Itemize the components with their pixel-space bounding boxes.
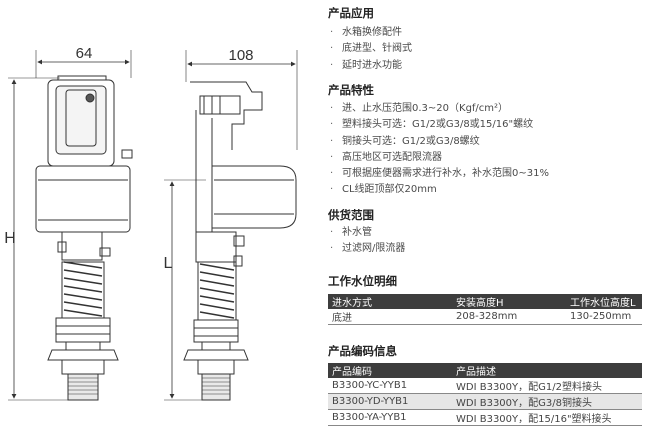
dim-width-64: 64 [76, 45, 93, 62]
application-title: 产品应用 [328, 6, 374, 20]
supply-list: ·补水管 ·过滤网/限流器 [330, 225, 405, 258]
list-item: ·水箱换修配件 [330, 25, 412, 41]
table-cell: WDI B3300Y，配G1/2塑料接头 [452, 378, 642, 394]
column-header: 进水方式 [328, 294, 452, 309]
water-level-table: 进水方式 安装高度H 工作水位高度L 底进 208-328mm 130-250m… [328, 294, 642, 325]
bullet-icon: · [330, 27, 334, 38]
side-view [164, 50, 298, 401]
bullet-icon: · [330, 184, 334, 196]
table-cell: B3300-YA-YYB1 [328, 409, 452, 426]
features-list: ·进、止水压范围0.3~20（Kgf/cm²） ·塑料接头可选：G1/2或G3/… [330, 101, 549, 199]
water-level-title: 工作水位明细 [328, 274, 397, 288]
supply-title: 供货范围 [328, 208, 374, 222]
bullet-icon: · [330, 43, 334, 55]
table-cell: B3300-YC-YYB1 [328, 378, 452, 394]
dim-l: L [164, 255, 173, 272]
list-item: ·补水管 [330, 225, 405, 241]
bullet-icon: · [330, 135, 334, 147]
column-header: 产品描述 [452, 363, 642, 378]
bullet-icon: · [330, 59, 334, 71]
list-item: ·延时进水功能 [330, 58, 412, 74]
bullet-icon: · [330, 243, 334, 255]
dim-width-108: 108 [228, 47, 253, 64]
features-title: 产品特性 [328, 83, 374, 97]
bullet-icon: · [330, 103, 334, 114]
table-cell: WDI B3300Y，配G3/8铜接头 [452, 393, 642, 410]
list-item: ·过滤网/限流器 [330, 241, 405, 257]
list-item: ·底进型、针阀式 [330, 41, 412, 57]
bullet-icon: · [330, 151, 334, 163]
table-row: B3300-YD-YYB1 WDI B3300Y，配G3/8铜接头 [328, 393, 642, 410]
list-item: ·铜接头可选：G1/2或G3/8螺纹 [330, 134, 549, 150]
table-row: B3300-YC-YYB1 WDI B3300Y，配G1/2塑料接头 [328, 378, 642, 394]
list-item: ·进、止水压范围0.3~20（Kgf/cm²） [330, 101, 549, 117]
table-cell: 底进 [328, 309, 452, 325]
dim-height-h: H [4, 230, 16, 247]
table-row: B3300-YA-YYB1 WDI B3300Y，配15/16"塑料接头 [328, 409, 642, 426]
code-info-title: 产品编码信息 [328, 344, 397, 358]
bullet-icon: · [330, 119, 334, 131]
list-item: ·CL线距顶部仅20mm [330, 182, 549, 198]
table-header-row: 产品编码 产品描述 [328, 363, 642, 378]
table-row: 底进 208-328mm 130-250mm [328, 309, 642, 325]
table-header-row: 进水方式 安装高度H 工作水位高度L [328, 294, 642, 309]
table-cell: B3300-YD-YYB1 [328, 393, 452, 410]
column-header: 工作水位高度L [566, 294, 642, 309]
product-technical-drawing: 64 H 108 L [4, 45, 298, 401]
list-item: ·可根据座便器需求进行补水，补水范围0~31% [330, 166, 549, 182]
column-header: 安装高度H [452, 294, 566, 309]
list-item: ·高压地区可选配限流器 [330, 150, 549, 166]
bullet-icon: · [330, 168, 334, 180]
front-view [8, 50, 133, 401]
application-list: ·水箱换修配件 ·底进型、针阀式 ·延时进水功能 [330, 25, 412, 74]
table-cell: 130-250mm [566, 309, 642, 325]
table-cell: WDI B3300Y，配15/16"塑料接头 [452, 409, 642, 426]
table-cell: 208-328mm [452, 309, 566, 325]
bullet-icon: · [330, 227, 334, 238]
column-header: 产品编码 [328, 363, 452, 378]
spec-panel: 产品应用 ·水箱换修配件 ·底进型、针阀式 ·延时进水功能 产品特性 ·进、止水… [322, 0, 644, 430]
code-info-table: 产品编码 产品描述 B3300-YC-YYB1 WDI B3300Y，配G1/2… [328, 363, 642, 426]
list-item: ·塑料接头可选：G1/2或G3/8或15/16"螺纹 [330, 117, 549, 133]
